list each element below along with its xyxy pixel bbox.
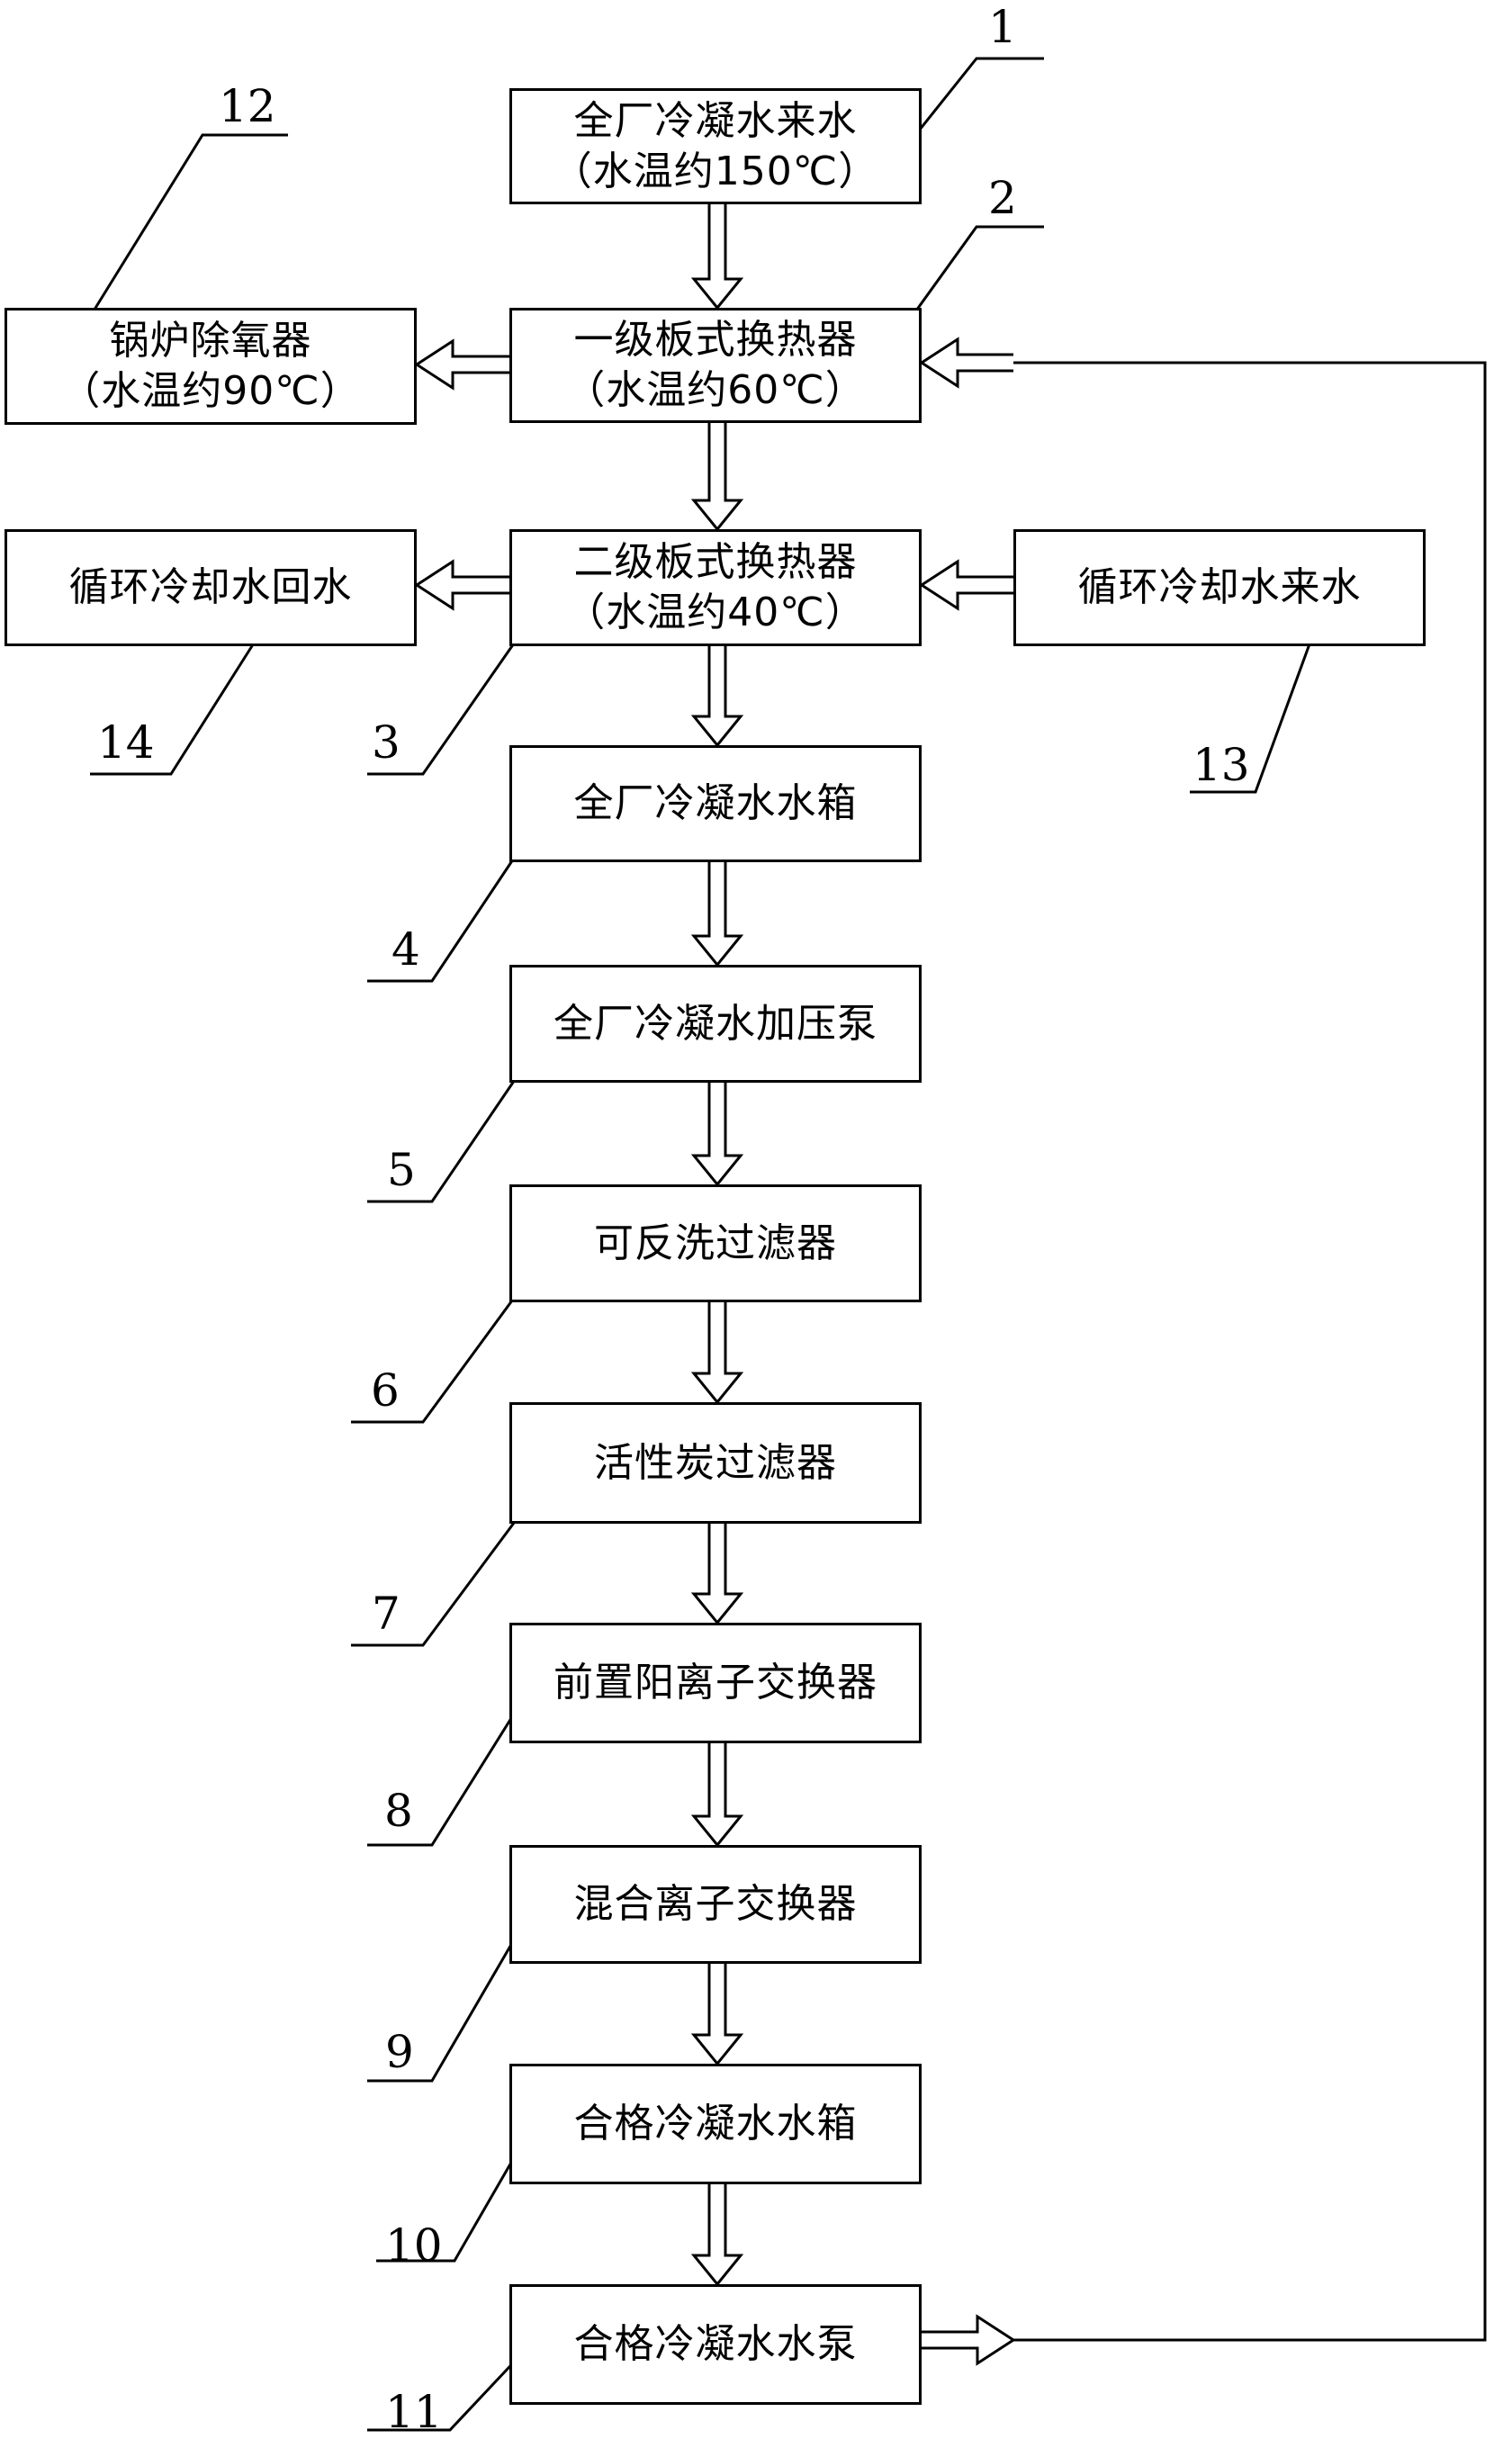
down-arrow-7 (690, 1524, 744, 1625)
leader-14 (90, 631, 263, 776)
box-11-qualified-condensate-pump: 合格冷凝水水泵 (509, 2284, 922, 2405)
label-6: 6 (371, 1364, 400, 1417)
leader-5 (367, 1068, 524, 1203)
leader-12 (84, 133, 288, 325)
leader-11 (367, 2352, 524, 2432)
box-9-mixed-bed-exchanger: 混合离子交换器 (509, 1845, 922, 1964)
down-arrow-10 (690, 2184, 744, 2287)
label-3: 3 (372, 716, 400, 769)
box-8-pre-cation-exchanger: 前置阳离子交换器 (509, 1623, 922, 1743)
box-12-boiler-deaerator: 锅炉除氧器 （水温约90℃） (4, 308, 417, 425)
box-2-title: 一级板式换热器 (573, 317, 858, 363)
down-arrow-1 (690, 204, 744, 310)
box-3-subtitle: （水温约40℃） (565, 590, 866, 635)
box-6-backwash-filter: 可反洗过滤器 (509, 1184, 922, 1302)
box-14-title: 循环冷却水回水 (68, 564, 353, 610)
box-5-booster-pump: 全厂冷凝水加压泵 (509, 965, 922, 1083)
label-14: 14 (97, 716, 155, 769)
leader-9 (367, 1925, 524, 2083)
box-2-primary-plate-heat-exchanger: 一级板式换热器 （水温约60℃） (509, 308, 922, 423)
box-10-qualified-condensate-tank: 合格冷凝水水箱 (509, 2064, 922, 2184)
box-3-secondary-plate-heat-exchanger: 二级板式换热器 （水温约40℃） (509, 529, 922, 646)
label-5: 5 (387, 1144, 416, 1196)
box-11-title: 合格冷凝水水泵 (573, 2321, 858, 2367)
leader-8 (367, 1700, 524, 1847)
leader-7 (351, 1511, 524, 1647)
box-13-cooling-water-inflow: 循环冷却水来水 (1013, 529, 1426, 646)
box-6-title: 可反洗过滤器 (594, 1220, 837, 1266)
leader-4 (367, 845, 524, 983)
left-arrow-to-deaerator (414, 338, 509, 391)
left-arrow-to-cooling-return (414, 559, 509, 611)
leader-6 (351, 1286, 524, 1424)
box-12-subtitle: （水温约90℃） (60, 368, 361, 414)
left-arrow-return-loop (919, 337, 1013, 389)
box-4-title: 全厂冷凝水水箱 (573, 780, 858, 826)
label-11: 11 (385, 2386, 443, 2438)
box-2-subtitle: （水温约60℃） (565, 367, 866, 413)
right-arrow-pump-outlet (922, 2314, 1016, 2366)
box-5-title: 全厂冷凝水加压泵 (554, 1000, 878, 1047)
label-2: 2 (988, 172, 1017, 224)
box-14-cooling-water-return: 循环冷却水回水 (4, 529, 417, 646)
label-12: 12 (219, 80, 276, 132)
leader-2 (889, 225, 1044, 346)
label-4: 4 (392, 923, 420, 976)
leader-10 (376, 2143, 524, 2263)
box-1-condensate-inflow: 全厂冷凝水来水 （水温约150℃） (509, 88, 922, 204)
down-arrow-9 (690, 1964, 744, 2066)
box-9-title: 混合离子交换器 (573, 1881, 858, 1927)
label-8: 8 (384, 1785, 413, 1837)
box-7-title: 活性炭过滤器 (594, 1439, 837, 1486)
label-7: 7 (372, 1588, 400, 1640)
box-13-title: 循环冷却水来水 (1077, 564, 1362, 610)
box-7-activated-carbon-filter: 活性炭过滤器 (509, 1402, 922, 1524)
leader-3 (367, 631, 524, 776)
down-arrow-5 (690, 1083, 744, 1187)
down-arrow-3 (690, 646, 744, 748)
label-9: 9 (385, 2026, 414, 2078)
box-4-condensate-tank: 全厂冷凝水水箱 (509, 745, 922, 862)
label-13: 13 (1192, 739, 1250, 791)
box-10-title: 合格冷凝水水箱 (573, 2101, 858, 2146)
box-1-title: 全厂冷凝水来水 (573, 97, 858, 144)
leader-lines (84, 57, 1316, 2432)
down-arrow-4 (690, 862, 744, 968)
label-1: 1 (988, 1, 1017, 53)
leader-13 (1190, 631, 1316, 794)
return-loop-line (1013, 361, 1487, 2342)
box-3-title: 二级板式换热器 (573, 539, 858, 585)
box-8-title: 前置阳离子交换器 (554, 1660, 878, 1706)
down-arrow-6 (690, 1302, 744, 1405)
label-10: 10 (385, 2219, 443, 2272)
box-12-title: 锅炉除氧器 (109, 318, 312, 364)
down-arrow-2 (690, 423, 744, 532)
down-arrow-8 (690, 1743, 744, 1848)
return-line (1013, 361, 1487, 2342)
box-1-subtitle: （水温约150℃） (552, 148, 879, 194)
left-arrow-from-cooling-inflow (919, 559, 1013, 611)
